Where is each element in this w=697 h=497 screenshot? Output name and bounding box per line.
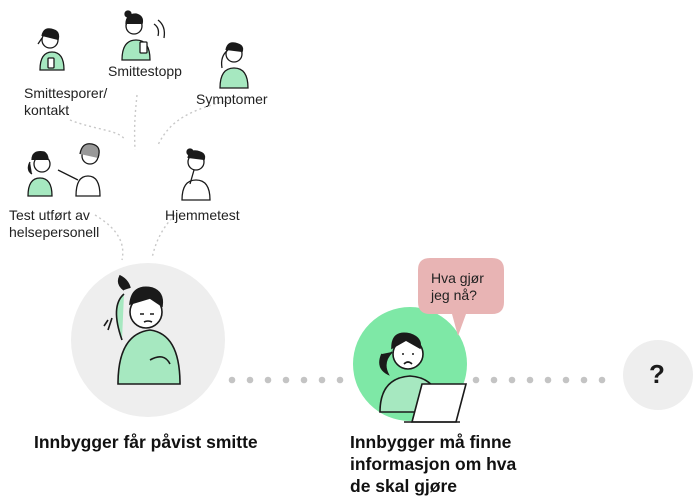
connector-hjemmetest (151, 214, 176, 259)
worried-person-icon (103, 274, 181, 385)
person-phone-ringing-icon (121, 10, 166, 61)
step-caption-1: Innbygger får påvist smitte (34, 432, 258, 452)
person-headache-icon (219, 42, 249, 89)
person-selftest-icon (181, 148, 211, 201)
speech-bubble (418, 258, 504, 336)
connector-smittestopp (133, 94, 138, 151)
source-label-test: Test utført av helsepersonell (9, 207, 100, 240)
connector-symptomer (157, 99, 231, 146)
speech-bubble-text: Hva gjør jeg nå? (431, 270, 484, 303)
source-label-symptomer: Symptomer (196, 91, 268, 107)
person-phone-icon (37, 28, 65, 71)
person-at-laptop-icon (379, 332, 468, 423)
connector-smittesporer (69, 119, 126, 141)
source-label-smittestopp: Smittestopp (108, 63, 182, 79)
source-connectors (69, 94, 231, 261)
connector-test (94, 214, 124, 261)
person-tested-by-healthworker-icon (27, 143, 101, 197)
step-connectors (228, 376, 606, 384)
step-circle-3 (623, 340, 693, 410)
step-caption-2: Innbygger må finne informasjon om hva de… (350, 432, 517, 496)
source-label-smittesporer: Smittesporer/ kontakt (24, 85, 108, 118)
source-label-hjemmetest: Hjemmetest (165, 207, 240, 223)
question-mark-icon: ? (649, 359, 665, 389)
